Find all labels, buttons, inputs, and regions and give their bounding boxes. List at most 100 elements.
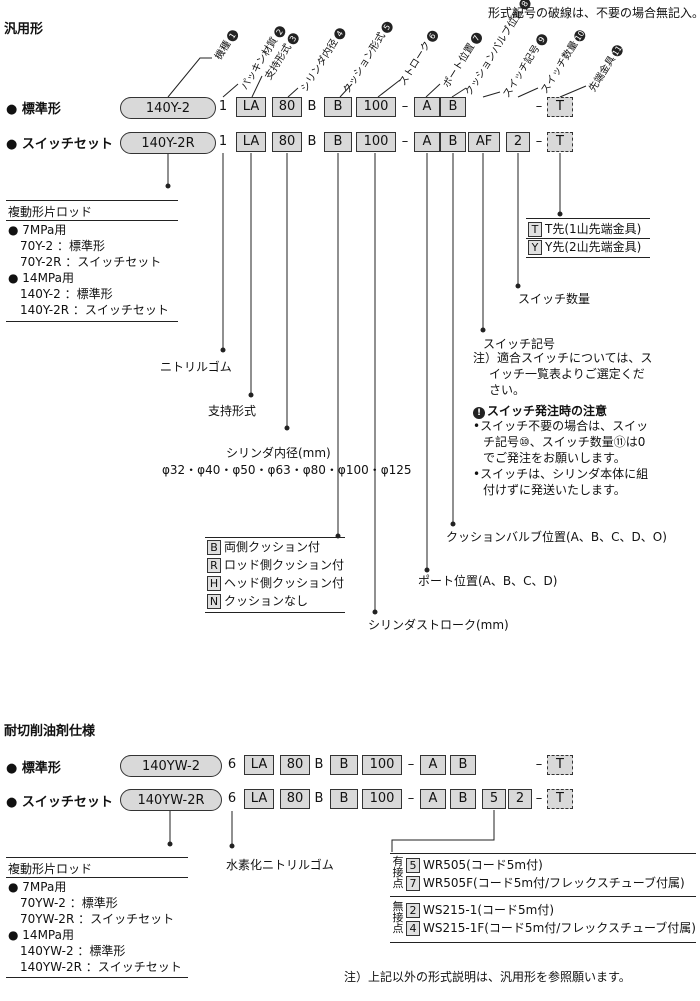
cushion-sep-bottom [205,612,345,613]
code-cushion: B [324,132,352,152]
code-b: B [314,791,324,806]
code-bore: 80 [272,97,302,117]
swtable-sep-bottom [390,942,696,943]
sw-label-2: ● スイッチセット [6,795,113,810]
swtable-sep-mid [390,896,696,897]
contact-yes: 有接点 [392,855,404,890]
section1-title: 汎用形 [4,22,44,37]
model2-sep-bottom [6,977,188,978]
dash: – [401,134,409,149]
code-switch-symbol: AF [468,132,500,152]
section1-leader-lines [165,57,587,615]
switch-qty-label: スイッチ数量 [518,292,591,306]
tip-sep-mid [526,238,650,239]
port-pos-label: ポート位置(A、B、C、D) [418,574,558,588]
code-cushion: B [324,97,352,117]
model-title-2: 複動形片ロッド [8,862,93,876]
code-b: B [314,757,324,772]
code-tip: T [547,97,573,117]
model-sep-top [6,200,178,201]
code-bore: 80 [280,755,310,775]
stroke-label: シリンダストローク(mm) [368,618,509,632]
dash: – [535,757,543,772]
dash: – [407,757,415,772]
code-switch-qty: 2 [508,789,532,809]
tip-sep-bottom [526,257,650,258]
model2-sep-mid [6,877,188,878]
dash: – [401,99,409,114]
code-stroke: 100 [356,132,396,152]
code-packing: 6 [227,757,237,772]
code-stroke: 100 [356,97,396,117]
dash: – [535,134,543,149]
nitrile-label: ニトリルゴム [160,360,232,374]
model-pill: 140Y-2 [120,97,216,119]
model-pill: 140YW-2R [120,789,222,811]
code-b: B [307,99,317,114]
sw-label-1: ● スイッチセット [6,137,113,152]
code-port: A [420,755,446,775]
code-cv: B [450,755,476,775]
code-switch-symbol: 5 [482,789,506,809]
cushion-sep-top [205,537,345,538]
section2-leader-lines [167,810,495,852]
dash: – [535,791,543,806]
hnbr-label: 水素化ニトリルゴム [226,858,334,872]
code-cushion: B [330,789,358,809]
code-tip: T [547,789,573,809]
model-title-1: 複動形片ロッド [8,205,93,219]
caution-title: !スイッチ発注時の注意 [473,402,607,419]
code-support: LA [244,789,274,809]
code-packing: 1 [218,134,228,149]
model-pill: 140YW-2 [120,755,222,777]
contact-no: 無接点 [392,900,404,935]
dash: – [407,791,415,806]
model2-sep-top [6,857,188,858]
switch-symbol-label: スイッチ記号 [483,337,556,351]
switch-note: 注）適合スイッチについては、ス イッチ一覧表よりご選定くだ さい。 [473,351,653,397]
swtable-sep-top [390,853,696,854]
model-sep-mid [6,220,178,221]
bore-label: シリンダ内径(mm) [226,446,331,460]
caution-lines: •スイッチ不要の場合は、スイッ チ記号⑩、スイッチ数量⑪は0 でご発注をお願いし… [473,419,649,497]
code-support: LA [244,755,274,775]
code-stroke: 100 [362,755,402,775]
std-label-2: ● 標準形 [6,761,61,776]
code-port: A [420,789,446,809]
code-port: A [414,97,440,117]
model-sep-bottom [6,321,178,322]
code-b: B [307,134,317,149]
code-cv: B [440,97,466,117]
code-cv: B [440,132,466,152]
top-note: 形式記号の破線は、不要の場合無記入。 [488,6,700,20]
warning-icon: ! [473,407,485,419]
code-support: LA [236,132,266,152]
model-list-1: ● 7MPa用 70Y-2 ：標準形 70Y-2R ：スイッチセット ● 14M… [8,223,169,317]
code-tip: T [547,132,573,152]
code-bore: 80 [280,789,310,809]
std-label-1: ● 標準形 [6,102,61,117]
tip-sep-top [526,218,650,219]
footnote: 注）上記以外の形式説明は、汎用形を参照願います。 [344,970,631,984]
code-cushion: B [330,755,358,775]
code-bore: 80 [272,132,302,152]
model-pill: 140Y-2R [120,132,216,154]
code-packing: 6 [227,791,237,806]
code-stroke: 100 [362,789,402,809]
cv-pos-label: クッションバルブ位置(A、B、C、D、O) [446,530,667,544]
code-tip: T [547,755,573,775]
section2-title: 耐切削油剤仕様 [4,724,96,739]
code-port: A [414,132,440,152]
code-support: LA [236,97,266,117]
model-list-2: ● 7MPa用 70YW-2 ：標準形 70YW-2R ：スイッチセット ● 1… [8,880,182,974]
dash: – [535,99,543,114]
code-packing: 1 [218,99,228,114]
code-switch-qty: 2 [506,132,530,152]
code-cv: B [450,789,476,809]
bore-values: φ32・φ40・φ50・φ63・φ80・φ100・φ125 [162,463,412,477]
support-label: 支持形式 [208,404,257,418]
